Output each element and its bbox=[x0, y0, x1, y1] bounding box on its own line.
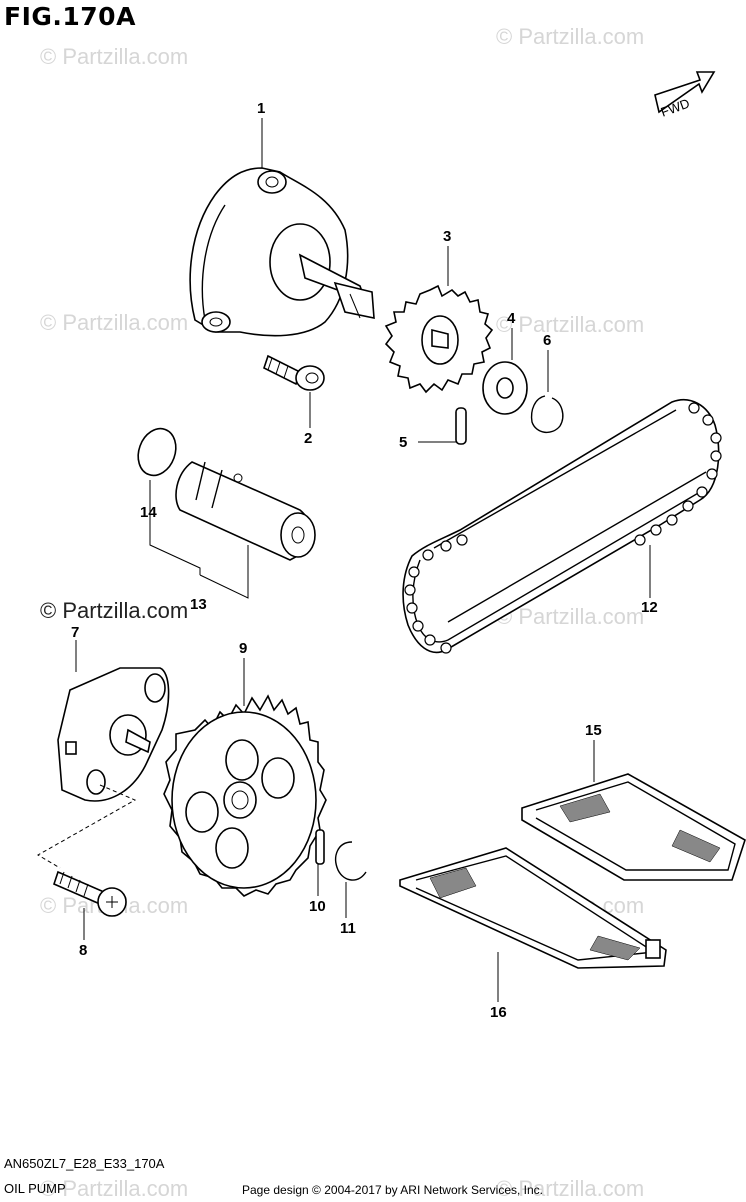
part-10-pin bbox=[315, 829, 325, 865]
watermark: © Partzilla.com bbox=[496, 1176, 645, 1201]
callout-13[interactable]: 13 bbox=[190, 596, 207, 613]
part-2-bolt bbox=[263, 354, 325, 391]
part-7-pump-cover bbox=[57, 667, 170, 802]
fwd-arrow-icon: FWD bbox=[654, 71, 716, 120]
callout-14[interactable]: 14 bbox=[140, 504, 157, 521]
callout-16[interactable]: 16 bbox=[490, 1004, 507, 1021]
part-5-pin bbox=[455, 407, 467, 445]
part-13-pipe bbox=[175, 461, 316, 561]
callout-4[interactable]: 4 bbox=[507, 310, 516, 327]
part-9-gear bbox=[163, 694, 327, 897]
watermark: © Partzilla.com bbox=[496, 24, 645, 49]
part-8-screw bbox=[53, 870, 127, 917]
watermark-prominent: © Partzilla.com bbox=[40, 598, 189, 623]
part-12-chain bbox=[402, 399, 722, 654]
part-4-washer bbox=[482, 361, 528, 415]
part-11-clip bbox=[334, 841, 367, 881]
callout-6[interactable]: 6 bbox=[543, 332, 552, 349]
part-3-sprocket bbox=[384, 284, 494, 394]
part-15-strainer bbox=[521, 773, 746, 881]
leader-lines bbox=[75, 118, 651, 1002]
part-1-pump-housing bbox=[189, 167, 375, 337]
diagram-code: AN650ZL7_E28_E33_170A bbox=[4, 1156, 165, 1171]
callout-3[interactable]: 3 bbox=[443, 228, 452, 245]
callout-15[interactable]: 15 bbox=[585, 722, 602, 739]
callout-2[interactable]: 2 bbox=[304, 430, 313, 447]
callout-1[interactable]: 1 bbox=[257, 100, 266, 117]
callout-8[interactable]: 8 bbox=[79, 942, 88, 959]
watermark: © Partzilla.com bbox=[496, 312, 645, 337]
figure-title: FIG.170A bbox=[4, 2, 136, 31]
callout-9[interactable]: 9 bbox=[239, 640, 248, 657]
callout-12[interactable]: 12 bbox=[641, 599, 658, 616]
section-name: OIL PUMP bbox=[4, 1181, 66, 1196]
watermark: © Partzilla.com bbox=[40, 310, 189, 335]
watermark: © Partzilla.com bbox=[40, 44, 189, 69]
callout-11[interactable]: 11 bbox=[340, 920, 356, 937]
callout-7[interactable]: 7 bbox=[71, 624, 80, 641]
part-16-strainer bbox=[399, 847, 667, 969]
part-6-circlip bbox=[530, 395, 564, 433]
watermark: © Partzilla.com bbox=[40, 1176, 189, 1201]
copyright-notice: Page design © 2004-2017 by ARI Network S… bbox=[242, 1183, 544, 1197]
callout-10[interactable]: 10 bbox=[309, 898, 326, 915]
part-14-o-ring bbox=[137, 427, 177, 477]
watermark: © Partzilla.com bbox=[496, 604, 645, 629]
callout-5[interactable]: 5 bbox=[399, 434, 408, 451]
